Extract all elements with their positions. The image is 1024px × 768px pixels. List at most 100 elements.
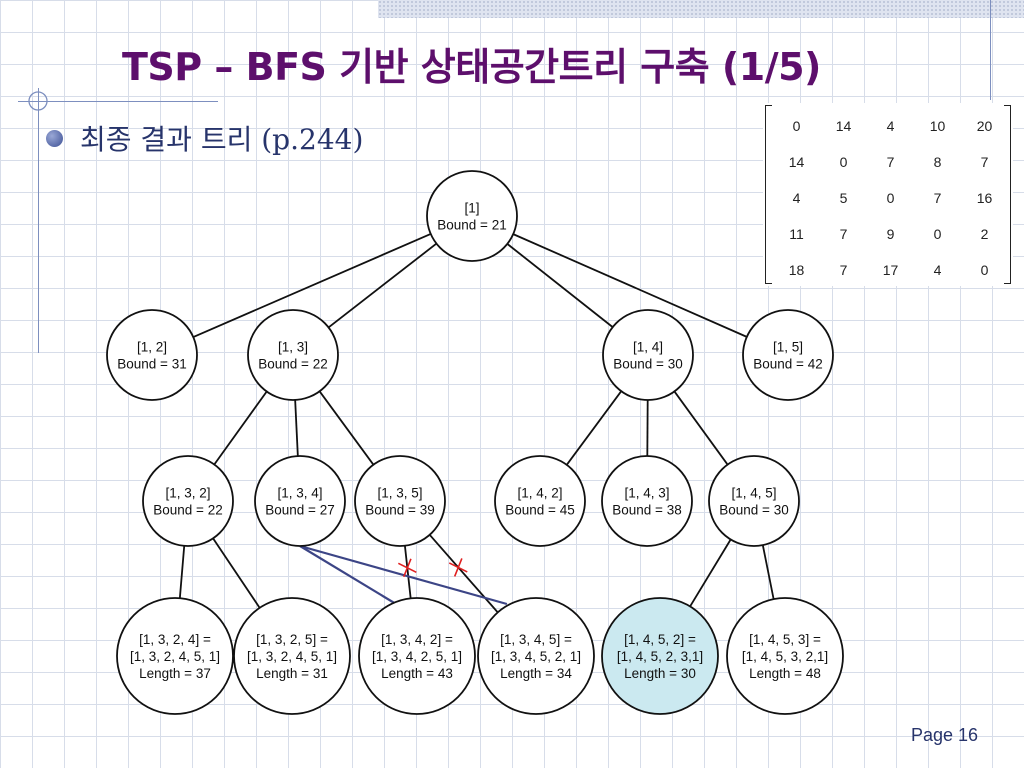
tree-edge xyxy=(327,242,438,329)
node-circle xyxy=(726,597,844,715)
matrix-cell: 7 xyxy=(839,262,848,278)
tree-node-n1452: [1, 4, 5, 2] =[1, 4, 5, 2, 3,1]Length = … xyxy=(601,597,719,715)
matrix-cell: 9 xyxy=(886,226,895,242)
node-label: [1, 3, 4, 5, 2, 1] xyxy=(491,649,581,664)
matrix-cell: 20 xyxy=(976,118,993,134)
tree-node-n145: [1, 4, 5]Bound = 30 xyxy=(708,455,800,547)
matrix-cell: 0 xyxy=(839,154,848,170)
node-circle xyxy=(742,309,834,401)
right-decor-line xyxy=(990,0,991,100)
node-circle xyxy=(601,455,693,547)
header-decor-band xyxy=(378,0,1024,18)
node-label: Bound = 45 xyxy=(505,503,574,518)
matrix-cell: 18 xyxy=(788,262,805,278)
matrix-cell: 11 xyxy=(789,226,804,242)
node-circle xyxy=(708,455,800,547)
matrix-cell: 16 xyxy=(976,190,993,206)
matrix-left-bracket xyxy=(765,105,772,284)
cross-mark xyxy=(402,558,412,578)
tree-node-n142: [1, 4, 2] Bound = 45 xyxy=(494,455,586,547)
tree-edge xyxy=(318,390,375,466)
cross-mark xyxy=(453,558,463,577)
node-circle xyxy=(602,309,694,401)
node-label: [1, 3, 4, 2] = xyxy=(381,632,453,647)
reassigned-edge xyxy=(299,545,397,605)
node-label: [1, 3, 5] xyxy=(377,486,422,501)
node-label: [1, 4, 5, 3, 2,1] xyxy=(742,649,828,664)
matrix-cell: 7 xyxy=(886,154,895,170)
tree-node-n1: [1]Bound = 21 xyxy=(426,170,518,262)
node-label: Bound = 38 xyxy=(612,503,681,518)
node-circle xyxy=(142,455,234,547)
tree-edge xyxy=(192,233,432,338)
tree-edge xyxy=(566,390,622,466)
node-label: Bound = 27 xyxy=(265,503,334,518)
node-label: [1] xyxy=(464,201,479,216)
tree-node-n15: [1, 5]Bound = 42 xyxy=(742,309,834,401)
matrix-cell: 8 xyxy=(933,154,942,170)
node-circle xyxy=(358,597,476,715)
node-label: Length = 37 xyxy=(139,666,211,681)
node-label: [1, 2] xyxy=(137,340,167,355)
node-label: Length = 31 xyxy=(256,666,328,681)
tree-edge xyxy=(673,390,729,466)
node-label: [1, 3, 2, 4] = xyxy=(139,632,211,647)
node-circle xyxy=(426,170,518,262)
tree-edge xyxy=(213,391,268,465)
matrix-cell: 4 xyxy=(933,262,942,278)
tree-node-n13: [1, 3]Bound = 22 xyxy=(247,309,339,401)
tree-edge xyxy=(689,539,732,607)
tree-node-n14: [1, 4]Bound = 30 xyxy=(602,309,694,401)
tree-node-n1342: [1, 3, 4, 2] =[1, 3, 4, 2, 5, 1]Length =… xyxy=(358,597,476,715)
tree-node-n12: [1, 2]Bound = 31 xyxy=(106,309,198,401)
tree-node-n132: [1, 3, 2]Bound = 22 xyxy=(142,455,234,547)
node-label: [1, 4, 5, 3] = xyxy=(749,632,821,647)
tree-edge xyxy=(506,243,614,328)
node-label: Bound = 42 xyxy=(753,357,822,372)
matrix-cell: 7 xyxy=(933,190,942,206)
node-label: [1, 4, 5] xyxy=(731,486,776,501)
node-circle xyxy=(116,597,234,715)
tree-edge xyxy=(212,537,261,609)
node-circle xyxy=(601,597,719,715)
node-label: [1, 4, 2] xyxy=(517,486,562,501)
node-circle xyxy=(477,597,595,715)
node-label: [1, 3, 2] xyxy=(165,486,210,501)
matrix-cell: 2 xyxy=(980,226,989,242)
node-circle xyxy=(106,309,198,401)
tree-node-n1324: [1, 3, 2, 4] = [1, 3, 2, 4, 5, 1] Length =… xyxy=(116,597,234,715)
matrix-cell: 14 xyxy=(835,118,852,134)
matrix-cell: 14 xyxy=(788,154,805,170)
node-label: [1, 3, 2, 5] = xyxy=(256,632,328,647)
tree-edge xyxy=(512,233,748,338)
tree-edge xyxy=(429,534,499,613)
node-label: [1, 4, 3] xyxy=(624,486,669,501)
node-circle xyxy=(254,455,346,547)
node-label: [1, 4, 5, 2, 3,1] xyxy=(617,649,703,664)
tree-node-n1345: [1, 3, 4, 5] =[1, 3, 4, 5, 2, 1]Length =… xyxy=(477,597,595,715)
node-label: [1, 3, 4] xyxy=(277,486,322,501)
matrix-cell: 5 xyxy=(839,190,848,206)
reassigned-edge xyxy=(299,544,508,606)
left-decor-hline xyxy=(18,101,218,102)
node-label: Bound = 39 xyxy=(365,503,434,518)
tree-edge xyxy=(294,399,299,457)
node-circle xyxy=(494,455,586,547)
node-label: Bound = 22 xyxy=(258,357,327,372)
tree-node-n134: [1, 3, 4] Bound = 27 xyxy=(254,455,346,547)
node-label: [1, 4, 5, 2] = xyxy=(624,632,696,647)
node-label: [1, 3, 2, 4, 5, 1] xyxy=(130,649,220,664)
matrix-cell: 4 xyxy=(886,118,895,134)
node-circle xyxy=(354,455,446,547)
tree-edge xyxy=(178,545,186,599)
node-label: Bound = 30 xyxy=(613,357,682,372)
bullet-icon xyxy=(46,130,63,147)
node-circle xyxy=(233,597,351,715)
matrix-cell: 7 xyxy=(980,154,989,170)
node-circle xyxy=(247,309,339,401)
